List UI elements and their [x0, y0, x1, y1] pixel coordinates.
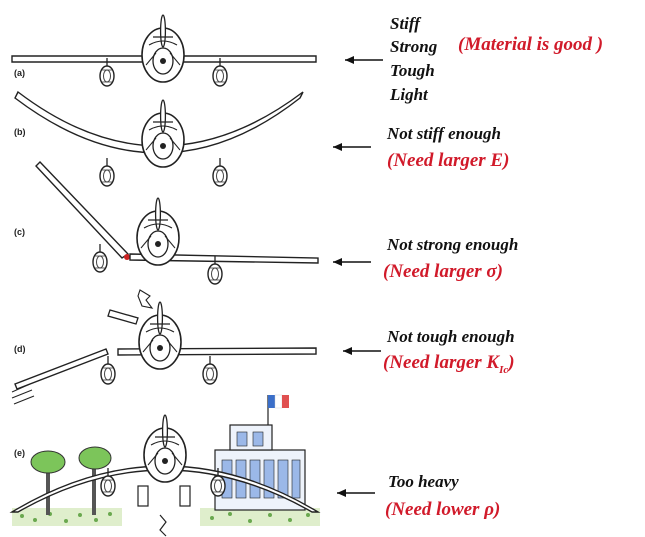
panel-label-d: (d)	[14, 344, 26, 354]
note-not-stiff: Not stiff enough	[387, 124, 501, 143]
plane-b	[14, 90, 304, 187]
panel-label-b: (b)	[14, 127, 26, 137]
plane-e	[9, 394, 321, 537]
callout-need-larger-e: (Need larger E)	[387, 150, 510, 171]
arrow-left-icon	[342, 346, 382, 356]
callout-material-good: (Material is good )	[458, 34, 604, 55]
plane-a	[11, 14, 317, 87]
note-not-tough: Not tough enough	[387, 327, 515, 346]
note-tough: Tough	[390, 61, 435, 80]
arrow-left-icon	[332, 257, 372, 267]
callout-need-larger-sigma: (Need larger σ)	[383, 261, 503, 282]
plane-c	[35, 160, 319, 285]
callout-need-lower-rho: (Need lower ρ)	[385, 499, 501, 520]
building	[214, 394, 306, 511]
panel-label-c: (c)	[14, 227, 25, 237]
note-stiff: Stiff	[390, 14, 420, 33]
panel-label-a: (a)	[14, 68, 25, 78]
note-too-heavy: Too heavy	[388, 472, 459, 491]
note-strong: Strong	[390, 37, 438, 56]
note-light: Light	[390, 85, 428, 104]
note-not-strong: Not strong enough	[387, 235, 519, 254]
panel-label-e: (e)	[14, 448, 25, 458]
arrow-left-icon	[336, 488, 376, 498]
arrow-left-icon	[332, 142, 372, 152]
plane-d	[11, 289, 317, 405]
callout-need-larger-kic: (Need larger KIc)	[383, 352, 515, 376]
trees	[30, 446, 112, 515]
arrow-left-icon	[344, 55, 384, 65]
